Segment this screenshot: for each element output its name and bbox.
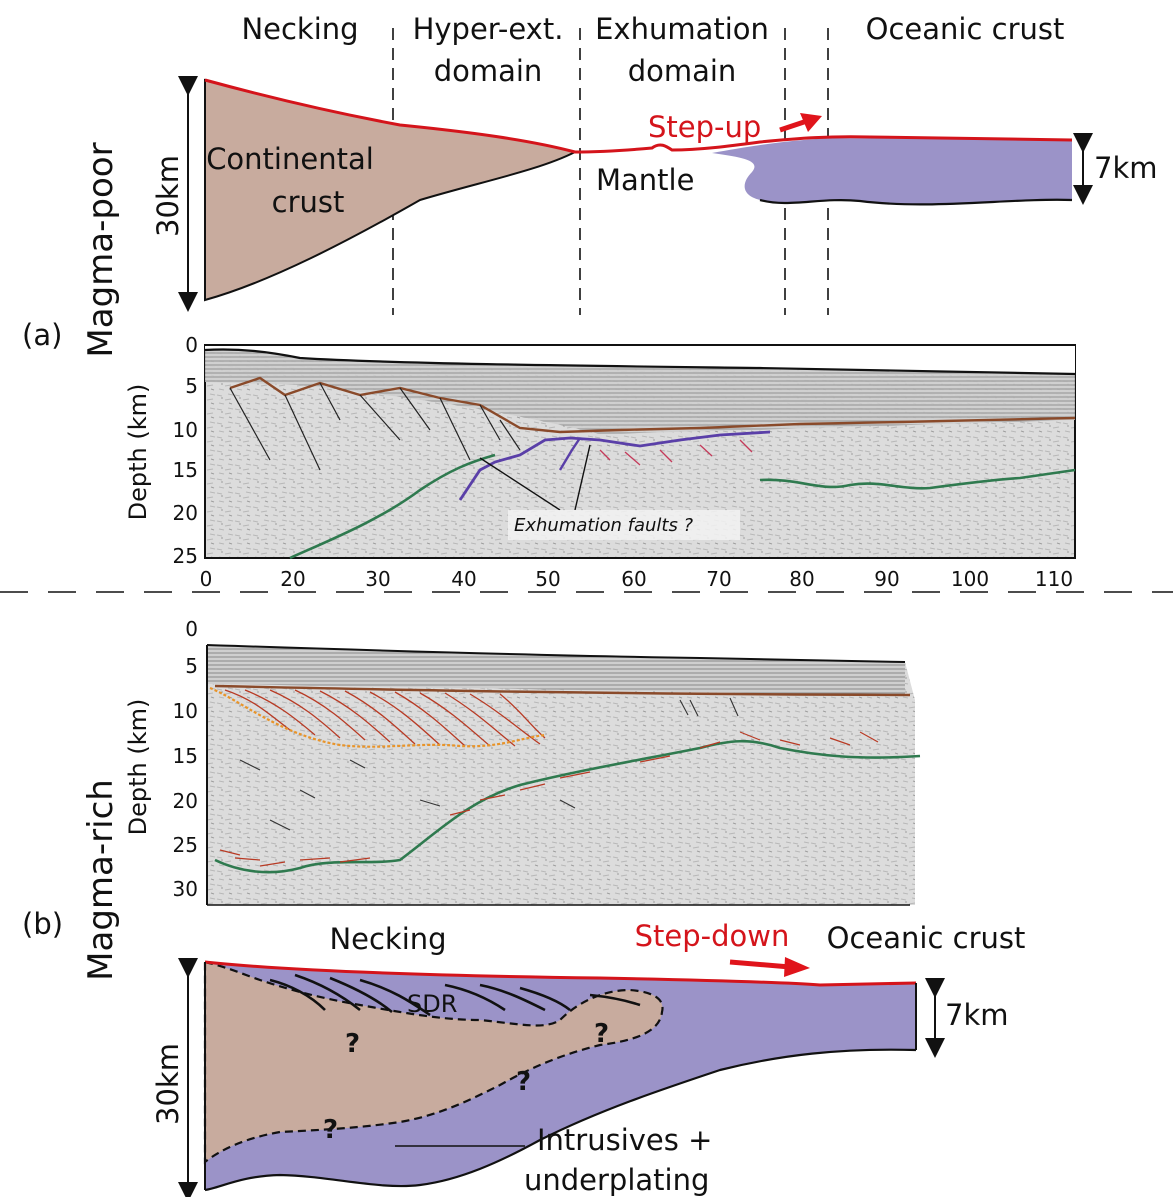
question-mark-1: ? xyxy=(345,1029,360,1059)
question-mark-3: ? xyxy=(516,1067,531,1097)
domain-label-exhumation: Exhumation xyxy=(595,12,769,46)
ytick-a-15: 15 xyxy=(173,458,198,482)
xtick-70: 70 xyxy=(706,567,731,591)
oceanic-crust xyxy=(712,138,1072,205)
sdr-reflectors xyxy=(224,689,546,747)
continental-crust xyxy=(204,78,578,302)
ytick-a-25: 25 xyxy=(173,544,198,568)
question-mark-2: ? xyxy=(594,1019,609,1049)
xtick-0: 0 xyxy=(200,567,213,591)
ytick-a-0: 0 xyxy=(185,333,198,357)
seismic-section-b xyxy=(206,644,921,906)
depth-axis-label-a: Depth (km) xyxy=(124,384,152,521)
sdr-label: SDR xyxy=(407,990,457,1018)
case-label-magma-poor: Magma-poor xyxy=(81,142,121,357)
panel-b: Depth (km) 0 5 10 15 20 25 30 Magma-rich… xyxy=(22,617,1025,1197)
ytick-b-10: 10 xyxy=(173,699,198,723)
depth-axis-label-b: Depth (km) xyxy=(124,699,152,836)
thickness-label-30km: 30km xyxy=(151,155,185,237)
xtick-30: 30 xyxy=(365,567,390,591)
thickness-label-30km-b: 30km xyxy=(151,1043,185,1125)
domain-label-hyper-ext-2: domain xyxy=(434,54,543,88)
ytick-b-20: 20 xyxy=(173,789,198,813)
continental-crust-b xyxy=(203,960,664,1165)
xtick-60: 60 xyxy=(621,567,646,591)
case-label-magma-rich: Magma-rich xyxy=(81,779,121,981)
surface-line xyxy=(204,78,1073,154)
domain-label-hyper-ext: Hyper-ext. xyxy=(413,12,564,46)
xtick-80: 80 xyxy=(789,567,814,591)
thickness-label-7km-b: 7km xyxy=(945,998,1009,1032)
moho-b-reflectors xyxy=(219,731,879,867)
domain-label-oceanic: Oceanic crust xyxy=(866,12,1065,46)
ytick-b-25: 25 xyxy=(173,833,198,857)
underplating-label: underplating xyxy=(524,1163,709,1197)
ytick-b-0: 0 xyxy=(185,617,198,641)
step-down-arrowhead xyxy=(784,957,810,977)
seismic-section-a: Exhumation faults ? xyxy=(204,344,1076,560)
xtick-90: 90 xyxy=(874,567,899,591)
intrusives-label: Intrusives + xyxy=(537,1123,712,1157)
continental-crust-label-2: crust xyxy=(272,185,345,219)
depth-ticks-a: 0 5 10 15 20 25 xyxy=(173,333,198,568)
ytick-b-5: 5 xyxy=(185,654,198,678)
moho-a-left xyxy=(289,453,496,560)
sdr-wedges xyxy=(269,973,641,1017)
domain-label-necking: Necking xyxy=(241,12,358,46)
mantle-label: Mantle xyxy=(596,163,694,197)
step-down-label: Step-down xyxy=(635,919,790,953)
ytick-b-30: 30 xyxy=(173,877,198,901)
ytick-a-20: 20 xyxy=(173,501,198,525)
panel-a: Necking Hyper-ext. domain Exhumation dom… xyxy=(22,12,1158,591)
moho-a-right xyxy=(759,468,1076,490)
oceanic-crust-label-b: Oceanic crust xyxy=(827,921,1026,955)
magma-rich-section: SDR ? ? ? ? Intrusives + underplating xyxy=(203,960,917,1197)
exhumation-faults-annotation: Exhumation faults ? xyxy=(514,515,694,536)
distance-ticks-a: 0 20 30 40 50 60 70 80 90 100 110 xyxy=(200,567,1073,591)
step-up-arrowhead xyxy=(800,113,822,132)
xtick-20: 20 xyxy=(280,567,305,591)
question-mark-4: ? xyxy=(323,1115,338,1145)
xtick-110: 110 xyxy=(1035,567,1073,591)
surface-line-b xyxy=(204,960,917,987)
panel-letter-b: (b) xyxy=(22,907,63,941)
continental-crust-label: Continental xyxy=(206,142,374,176)
domain-label-exhumation-2: domain xyxy=(628,54,737,88)
necking-label-b: Necking xyxy=(329,922,446,956)
step-up-label: Step-up xyxy=(648,110,761,144)
xtick-100: 100 xyxy=(951,567,989,591)
thickness-label-7km: 7km xyxy=(1094,151,1158,185)
moho-b xyxy=(214,739,921,874)
ytick-a-5: 5 xyxy=(185,374,198,398)
xtick-50: 50 xyxy=(535,567,560,591)
ytick-b-15: 15 xyxy=(173,744,198,768)
xtick-40: 40 xyxy=(451,567,476,591)
step-down-arrow xyxy=(729,959,791,970)
depth-ticks-b: 0 5 10 15 20 25 30 xyxy=(173,617,198,901)
ytick-a-10: 10 xyxy=(173,418,198,442)
panel-letter-a: (a) xyxy=(22,318,62,352)
oceanic-crust-base xyxy=(759,198,1073,206)
scattered-reflectors xyxy=(239,697,739,831)
